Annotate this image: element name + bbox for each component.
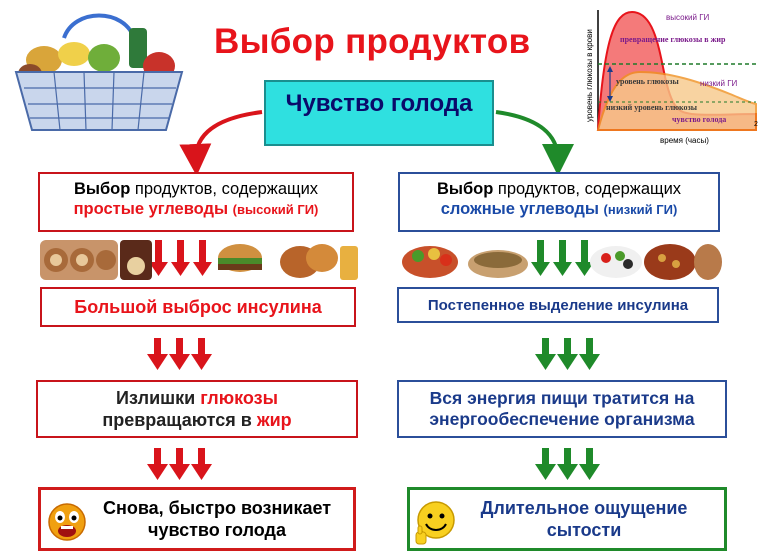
right-carb-type: сложные углеводы [440,199,599,218]
hunger-label: Чувство голода [285,90,473,117]
green-arrows-row2 [535,338,600,370]
left-result-text: Снова, быстро возникает чувство голода [102,498,332,540]
right-result-text: Длительное ощущение сытости [480,498,688,540]
chart-label-glucose-level: уровень глюкозы [616,77,680,86]
left-glucose-box: Излишки глюкозы превращаются в жир [36,380,358,438]
chart-ylabel: уровень глюкозы в крови [585,29,594,122]
left-insulin-box: Большой выброс инсулина [40,287,356,327]
left-carb-type: простые углеводы [73,199,229,218]
left-choice-rest: продуктов, содержащих [130,180,319,198]
right-choice-rest: продуктов, содержащих [493,180,682,198]
left-result-box: Снова, быстро возникает чувство голода [38,487,356,551]
glucose-chart: высокий ГИ превращение глюкозы в жир уро… [580,2,760,147]
right-result-box: Длительное ощущение сытости [407,487,727,551]
right-gi-note: (низкий ГИ) [603,201,678,217]
right-choice-bold: Выбор [436,180,494,198]
curve-arrow-left [179,110,263,176]
left-choice-box: Выбор продуктов, содержащих простые угле… [38,172,354,232]
page-title: Выбор продуктов [214,22,531,61]
chart-label-high-gi: высокий ГИ [666,13,710,22]
chart-xlabel: время (часы) [660,136,709,145]
red-arrows-row2 [147,338,212,370]
chart-label-fat: превращение глюкозы в жир [620,35,726,44]
glucose-line1-a: Излишки [116,388,201,408]
glucose-line2-b: жир [256,409,292,430]
left-choice-bold: Выбор [73,180,131,198]
right-choice-box: Выбор продуктов, содержащих сложные угле… [398,172,720,232]
simple-carbs-food-images [40,240,358,280]
sad-smiley-icon [48,503,86,541]
happy-smiley-icon [415,501,455,545]
curve-arrow-right [495,110,574,176]
left-gi-note: (высокий ГИ) [232,201,319,217]
glucose-line2-a: превращаются в [102,409,257,430]
right-energy-box: Вся энергия пищи тратится на энергообесп… [397,380,727,438]
red-arrows-row3 [147,448,212,480]
hunger-box: Чувство голода [264,80,494,146]
chart-label-low-glucose: низкий уровень глюкозы [606,103,698,112]
green-arrows-row3 [535,448,600,480]
right-insulin-box: Постепенное выделение инсулина [397,287,719,323]
shopping-basket-illustration [14,13,184,131]
chart-label-low-gi: низкий ГИ [700,79,738,88]
chart-x-tick-2: 2 [754,121,758,128]
chart-label-hunger: чувство голода [672,115,726,124]
low-gi-curve [596,70,757,131]
complex-carbs-food-images [402,244,722,280]
glucose-line1-b: глюкозы [200,388,278,408]
